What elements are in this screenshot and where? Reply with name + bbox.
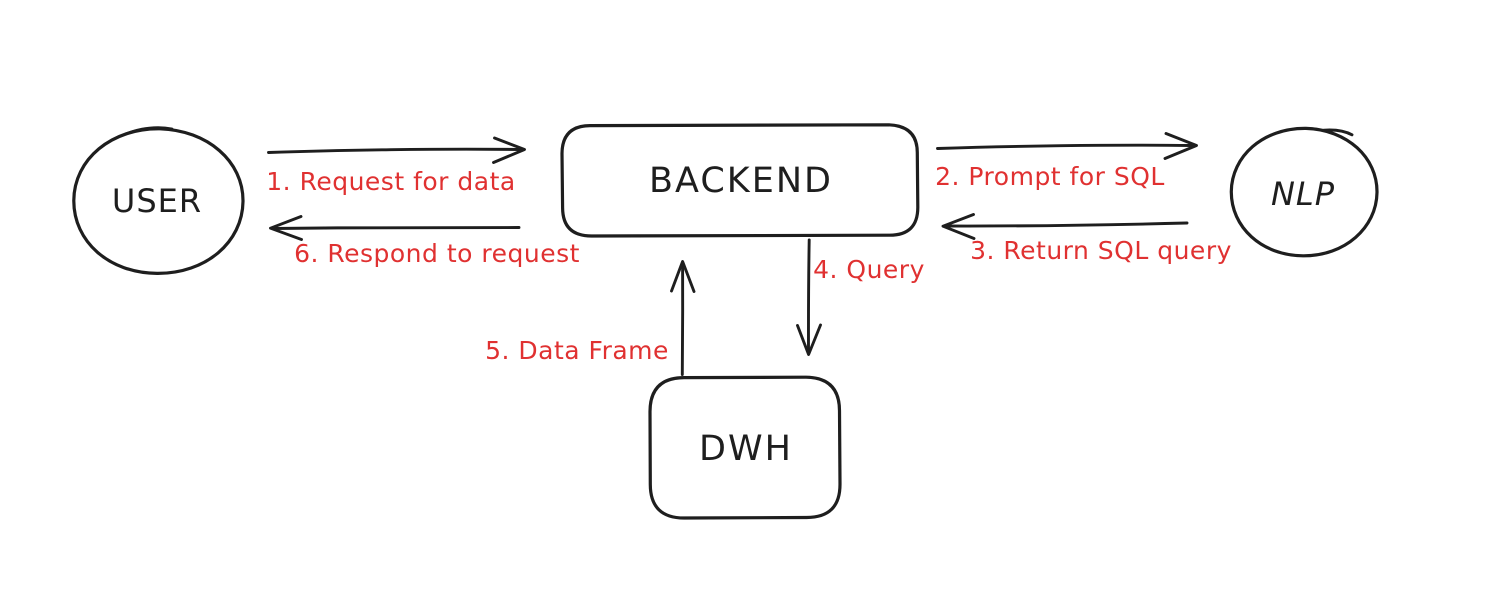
edge-6-respond-to-request: 6. Respond to request — [269, 215, 580, 268]
edge-3-arrowhead-left-icon — [941, 213, 976, 240]
node-nlp-label: NLP — [1271, 175, 1335, 213]
user-circle-pen-overlap — [124, 126, 174, 136]
user-circle — [72, 127, 245, 276]
nlp-circle-pen-overlap — [1322, 128, 1354, 137]
node-nlp: NLP — [1229, 126, 1379, 258]
node-dwh-label: DWH — [699, 429, 793, 469]
node-user: USER — [72, 126, 245, 276]
edge-1-request-for-data: 1. Request for data — [266, 136, 526, 196]
nlp-circle — [1229, 126, 1379, 258]
edge-2-arrowhead-right-icon — [1163, 132, 1198, 160]
edge-3-arrow-line — [944, 221, 1189, 228]
edge-1-label: 1. Request for data — [266, 167, 515, 196]
edge-2-arrow-line — [936, 143, 1194, 150]
edge-4-arrow-line — [807, 238, 811, 353]
edge-3-label: 3. Return SQL query — [970, 236, 1232, 265]
node-backend: BACKEND — [560, 123, 920, 238]
edge-5-label: 5. Data Frame — [485, 336, 669, 365]
edge-4-arrowhead-down-icon — [796, 323, 822, 356]
dwh-box — [648, 375, 842, 520]
edge-6-label: 6. Respond to request — [294, 239, 580, 268]
edge-4-query: 4. Query — [796, 238, 925, 356]
edge-6-arrow-line — [271, 225, 521, 230]
backend-box — [560, 123, 920, 238]
edge-2-label: 2. Prompt for SQL — [935, 162, 1165, 191]
edge-1-arrow-line — [267, 147, 522, 154]
edge-4-label: 4. Query — [813, 255, 925, 284]
node-dwh: DWH — [648, 375, 842, 520]
edge-5-data-frame: 5. Data Frame — [485, 260, 696, 376]
node-user-label: USER — [112, 182, 202, 220]
edge-2-prompt-for-sql: 2. Prompt for SQL — [935, 132, 1198, 191]
edge-3-return-sql-query: 3. Return SQL query — [941, 213, 1232, 265]
node-backend-label: BACKEND — [649, 161, 833, 201]
edge-5-arrowhead-up-icon — [670, 260, 696, 293]
edge-1-arrowhead-right-icon — [492, 136, 526, 164]
edge-6-arrowhead-left-icon — [269, 215, 303, 241]
